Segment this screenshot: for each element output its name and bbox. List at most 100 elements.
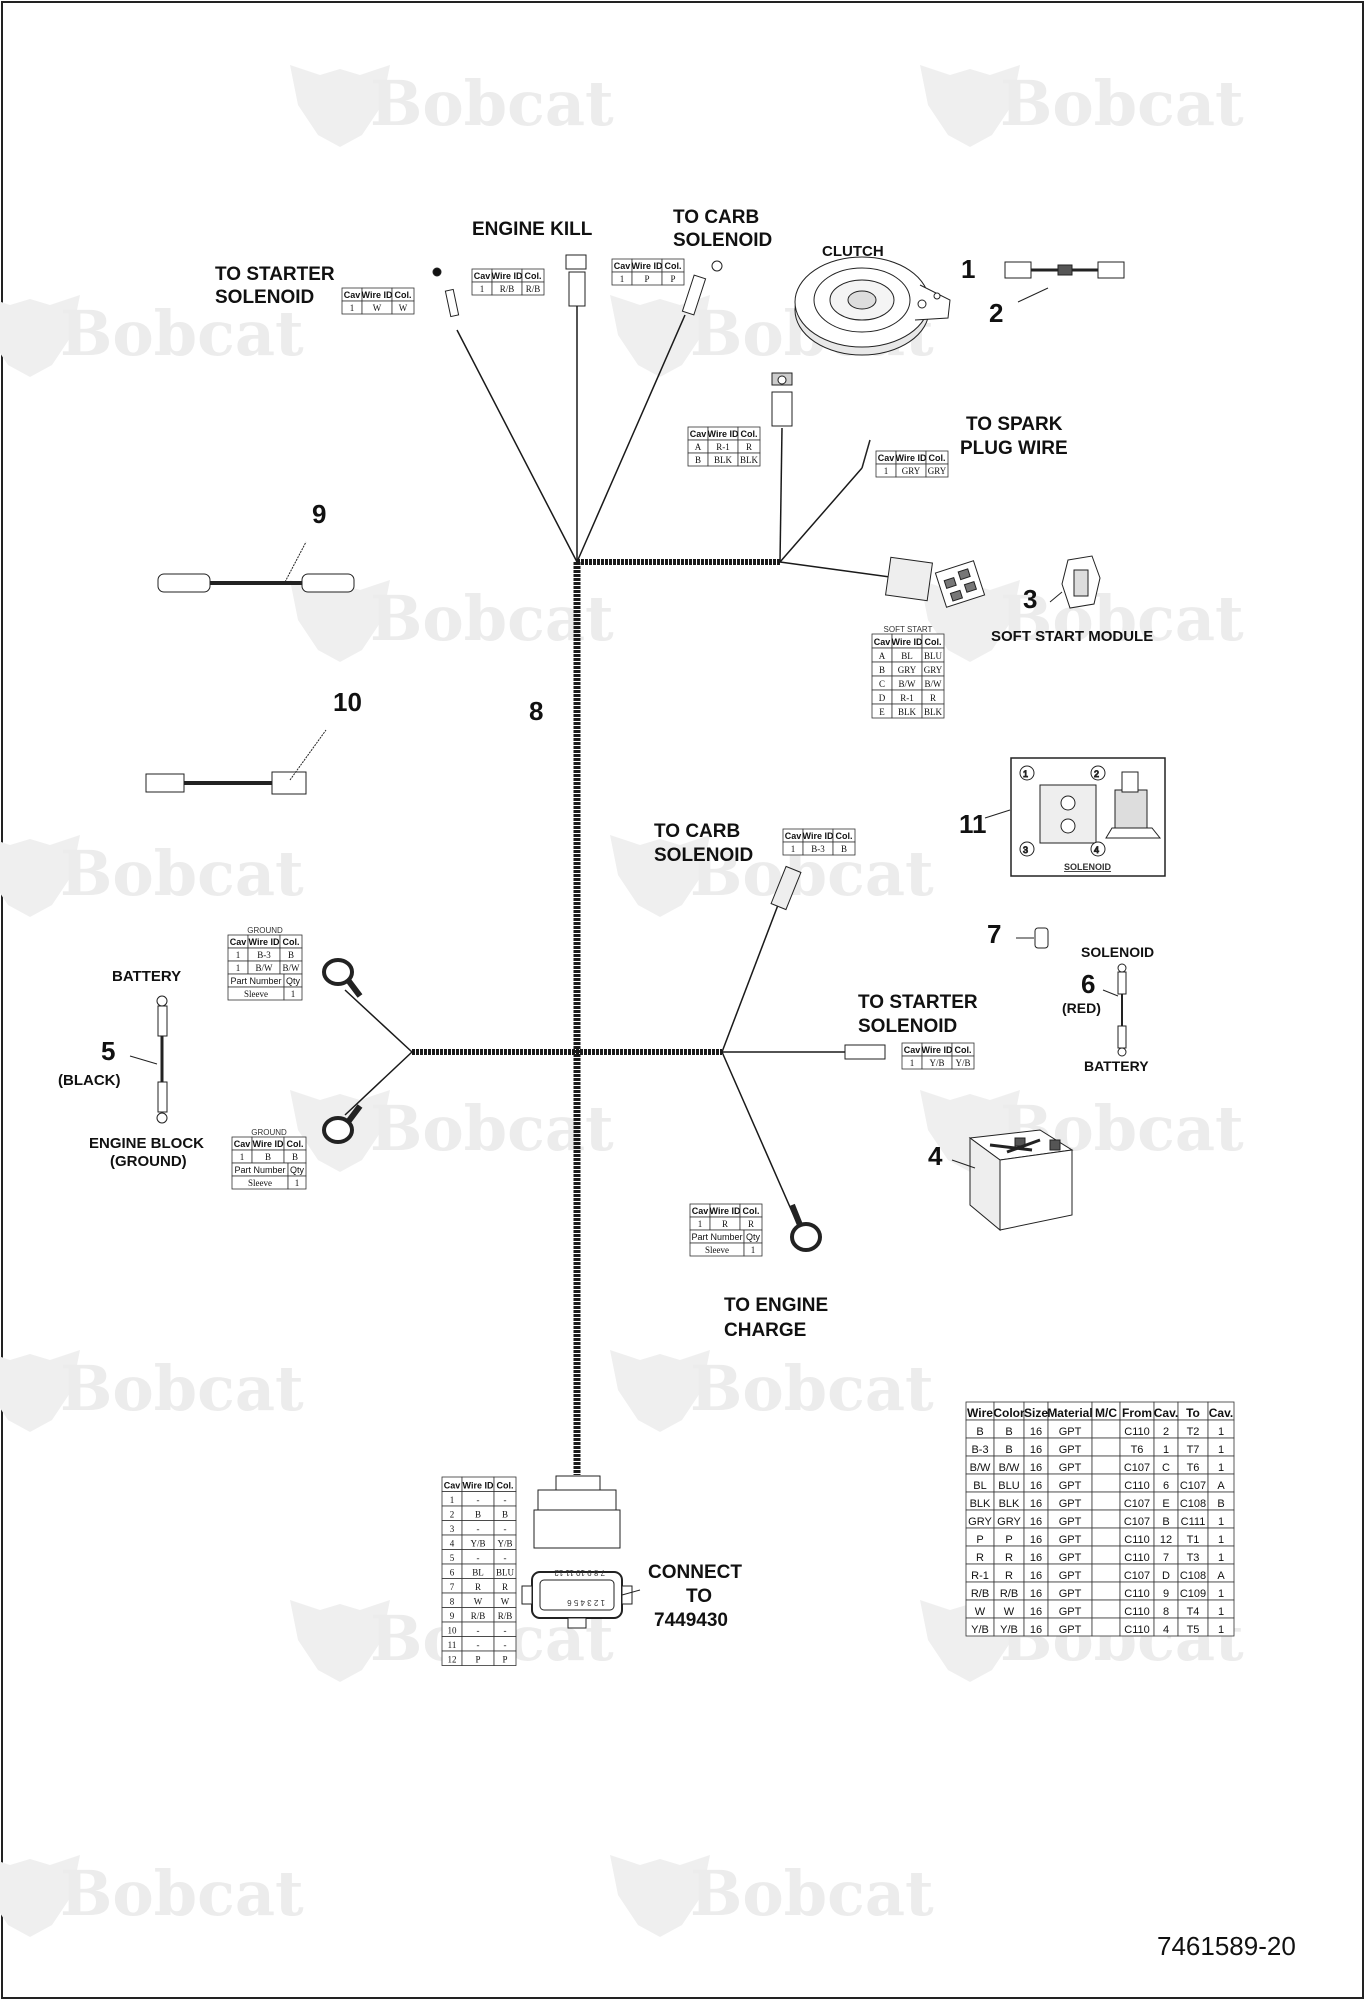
table-cell: Part Number	[691, 1232, 742, 1242]
callout-8: 8	[529, 696, 543, 726]
table-cell: 1	[1163, 1444, 1169, 1456]
table-cell: 3	[450, 1524, 455, 1534]
table-cell: A	[695, 442, 702, 452]
label-soft-start-module: SOFT START MODULE	[991, 628, 1153, 645]
table-cell: GRY	[902, 466, 921, 476]
label-clutch: CLUTCH	[822, 243, 884, 260]
callout-10: 10	[333, 687, 362, 717]
table-header-cell: Col.	[741, 429, 758, 439]
table-cell: 16	[1030, 1444, 1042, 1456]
watermark-text: Bobcat	[60, 1857, 304, 1930]
table-header-cell: Wire ID	[362, 290, 393, 300]
soft-start-connector	[884, 556, 986, 608]
label-black: (BLACK)	[58, 1072, 120, 1089]
table-header-cell: Wire ID	[803, 831, 834, 841]
table-cell: 1	[751, 1245, 756, 1255]
table-cell: -	[504, 1495, 507, 1505]
table-cell: 11	[448, 1640, 457, 1650]
watermark-text: Bobcat	[690, 1857, 934, 1930]
table-header-cell: Col.	[665, 261, 682, 271]
table-cell: B	[976, 1426, 983, 1438]
table-cell: 5	[450, 1553, 455, 1563]
document-number: 7461589-20	[1157, 1931, 1296, 1961]
table-cell: Qty	[286, 976, 301, 986]
table-header-cell: From	[1122, 1406, 1152, 1420]
table-cell: R/B	[498, 1611, 513, 1621]
table-cell: BLK	[714, 455, 733, 465]
table-cell: -	[477, 1553, 480, 1563]
table-cell: C109	[1180, 1588, 1206, 1600]
table-cell: BLK	[740, 455, 759, 465]
table-cell: R/B	[471, 1611, 486, 1621]
table-cell: T1	[1187, 1534, 1200, 1546]
watermark-5: Bobcat	[920, 580, 1244, 662]
watermark-logo-icon	[610, 835, 710, 917]
table-cell: -	[477, 1640, 480, 1650]
table-header-cell: Cav.	[1154, 1406, 1178, 1420]
label-to-starter-solenoid-top-2: SOLENOID	[215, 287, 314, 308]
table-header-cell: Wire ID	[708, 429, 739, 439]
starter-solenoid-connector-mid	[844, 1044, 886, 1060]
engine-charge-ring-terminal	[789, 1203, 822, 1252]
table-cell: GRY	[924, 665, 943, 675]
table-cell: B	[1005, 1444, 1012, 1456]
item-7-part	[1016, 927, 1049, 949]
table-cell: B/W	[256, 963, 274, 973]
callout-1: 1	[961, 254, 975, 284]
table-cell: C107	[1124, 1570, 1150, 1582]
table-cell: R	[722, 1219, 728, 1229]
table-cell: -	[477, 1524, 480, 1534]
table-cell: R	[748, 1219, 754, 1229]
table-cell: T5	[1187, 1624, 1200, 1636]
table-cell: 4	[450, 1539, 455, 1549]
watermark-logo-icon	[0, 295, 80, 377]
table-cell: GPT	[1059, 1480, 1082, 1492]
table-cell: B	[1217, 1498, 1224, 1510]
table-cell: W	[975, 1606, 986, 1618]
table-cell: D	[879, 693, 886, 703]
soft-start-module	[1049, 555, 1101, 609]
table-cell: 1	[1218, 1534, 1224, 1546]
table-cell: R	[1005, 1552, 1013, 1564]
table-cell: BLK	[898, 707, 917, 717]
watermark-6: Bobcat	[0, 835, 304, 917]
table-cell: C107	[1180, 1480, 1206, 1492]
watermark-logo-icon	[610, 1350, 710, 1432]
table-header-cell: Wire ID	[492, 271, 523, 281]
table-cell: T3	[1187, 1552, 1200, 1564]
table-cell: E	[879, 707, 885, 717]
table-header-cell: Col.	[925, 637, 942, 647]
table-header-cell: Cav	[614, 261, 631, 271]
table-cell: 12	[1160, 1534, 1172, 1546]
watermark-text: Bobcat	[60, 837, 304, 910]
table-cell: BL	[472, 1568, 484, 1578]
table-cell: 1	[620, 274, 625, 284]
table-header-cell: Cav.	[1209, 1406, 1233, 1420]
table-cell: R	[1005, 1570, 1013, 1582]
table-cell: 16	[1030, 1462, 1042, 1474]
table-cell: C110	[1124, 1426, 1149, 1438]
table-cell: C107	[1124, 1462, 1150, 1474]
label-to-starter-solenoid-top-1: TO STARTER	[215, 264, 335, 285]
table-cell: GPT	[1059, 1606, 1082, 1618]
callout-9: 9	[312, 499, 326, 529]
table-cell: -	[504, 1553, 507, 1563]
table-cell: 1	[1218, 1444, 1224, 1456]
table-cell: P	[502, 1655, 507, 1665]
table-cell: BL	[973, 1480, 986, 1492]
label-to-carb-solenoid-mid-1: TO CARB	[654, 821, 740, 842]
table-cell: B	[502, 1510, 508, 1520]
watermark-logo-icon	[290, 580, 390, 662]
table-cell: 16	[1030, 1480, 1042, 1492]
label-to-engine-charge-2: CHARGE	[724, 1320, 806, 1341]
table-cell: B	[1005, 1426, 1012, 1438]
table-cell: 6	[450, 1568, 455, 1578]
table-cell: B-3	[971, 1444, 988, 1456]
table-header-cell: Cav	[690, 429, 707, 439]
table-header-cell: Col.	[743, 1206, 760, 1216]
table-cell: C107	[1124, 1516, 1150, 1528]
